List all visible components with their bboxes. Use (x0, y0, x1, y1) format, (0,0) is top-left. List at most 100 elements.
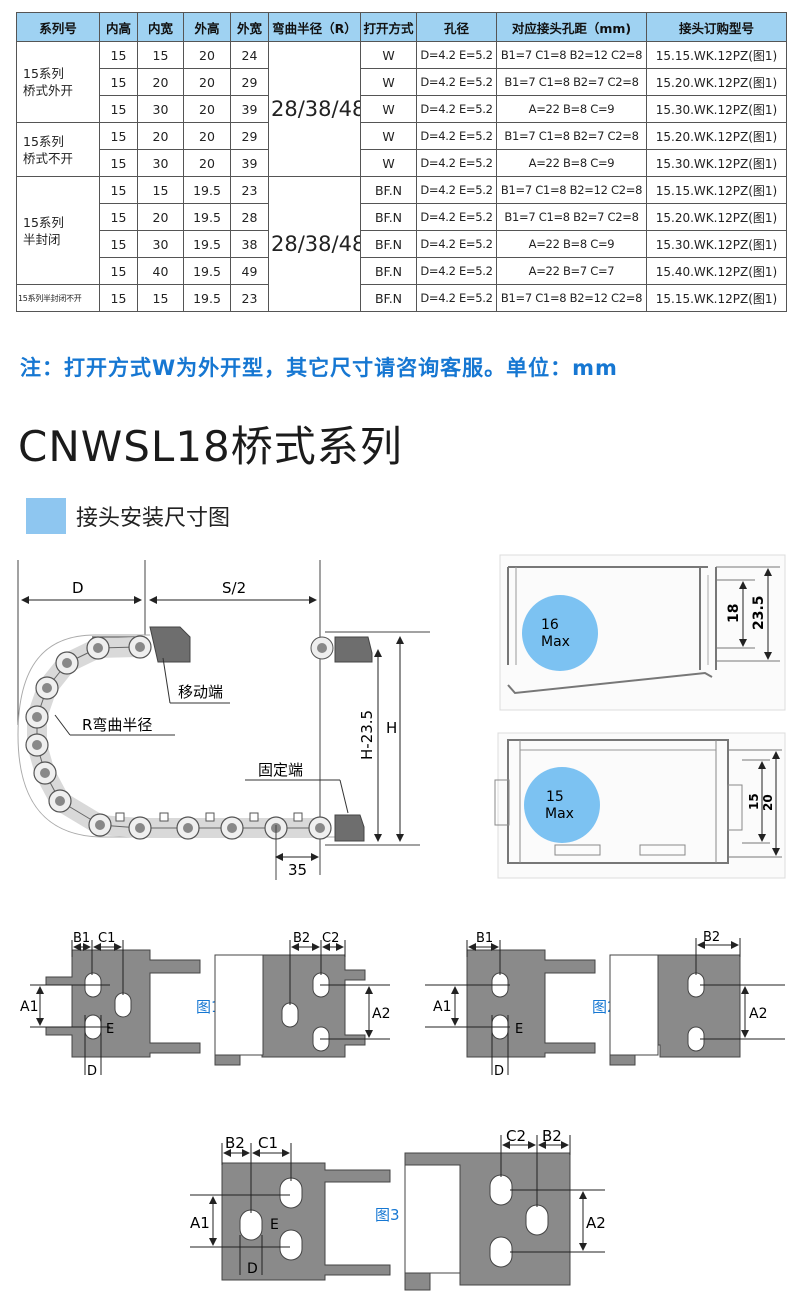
bottom-max-badge (524, 767, 600, 843)
chain-pin (135, 823, 145, 833)
dimension-cell: 49 (230, 257, 269, 285)
open-type-cell: BF.N (360, 176, 417, 204)
column-header: 内高 (99, 12, 138, 42)
dimension-cell: 15 (137, 41, 184, 69)
dimension-cell: 20 (183, 41, 231, 69)
open-type-cell: BF.N (360, 203, 417, 231)
dimension-cell: 20 (183, 149, 231, 177)
drag-chain-diagram: D S/2 移动端 R弯曲半径 固定端 H-23.5 (17, 560, 430, 880)
hole-cell: D=4.2 E=5.2 (416, 122, 497, 150)
spec-table: 系列号内高内宽外高外宽弯曲半径（R）打开方式孔径对应接头孔距（mm)接头订购型号… (16, 12, 787, 312)
side-view-bottom: 15 20 15 Max (494, 732, 786, 879)
dimension-cell: 15 (99, 257, 138, 285)
chain-pin (32, 712, 42, 722)
fig1-E-label: E (106, 1022, 114, 1037)
chain-spacer (293, 812, 303, 822)
pitch-cell: A=22 B=7 C=7 (496, 257, 647, 285)
pitch-cell: A=22 B=8 C=9 (496, 230, 647, 258)
chain-spacer (115, 812, 125, 822)
dimension-cell: 20 (183, 95, 231, 123)
model-cell: 15.15.WK.12PZ(图1) (646, 284, 787, 312)
dimension-cell: 40 (137, 257, 184, 285)
fig3-A1-label: A1 (190, 1214, 210, 1232)
table-header-row: 系列号内高内宽外高外宽弯曲半径（R）打开方式孔径对应接头孔距（mm)接头订购型号 (16, 12, 787, 42)
dimension-cell: 19.5 (183, 257, 231, 285)
pitch-cell: A=22 B=8 C=9 (496, 149, 647, 177)
open-type-cell: BF.N (360, 257, 417, 285)
bottom-view-dim2: 20 (761, 794, 775, 811)
dimension-cell: 20 (183, 122, 231, 150)
radius-label: R弯曲半径 (82, 716, 152, 734)
dimension-cell: 15 (99, 68, 138, 96)
pitch-cell: B1=7 C1=8 B2=12 C2=8 (496, 41, 647, 69)
model-cell: 15.15.WK.12PZ(图1) (646, 176, 787, 204)
open-type-cell: W (360, 122, 417, 150)
fig3-C2-label: C2 (506, 1127, 526, 1145)
column-header: 对应接头孔距（mm) (496, 12, 647, 42)
hole-cell: D=4.2 E=5.2 (416, 203, 497, 231)
chain-pin (95, 820, 105, 830)
dimension-cell: 15 (99, 149, 138, 177)
chain-pin (227, 823, 237, 833)
model-cell: 15.20.WK.12PZ(图1) (646, 122, 787, 150)
pitch-cell: B1=7 C1=8 B2=12 C2=8 (496, 176, 647, 204)
open-type-cell: W (360, 41, 417, 69)
series-cell: 15系列半封闭不开 (16, 284, 100, 312)
top-badge-value: 16 (541, 617, 559, 633)
chain-spacer (205, 812, 215, 822)
pitch-cell: B1=7 C1=8 B2=7 C2=8 (496, 122, 647, 150)
dimension-cell: 23 (230, 176, 269, 204)
figure-3: B2 C1 A1 D E 图3 C2 B2 A2 (190, 1127, 606, 1291)
column-header: 接头订购型号 (646, 12, 787, 42)
hole-cell: D=4.2 E=5.2 (416, 284, 497, 312)
bottom-badge-value: 15 (546, 789, 564, 805)
hole-cell: D=4.2 E=5.2 (416, 41, 497, 69)
chain-pin (55, 796, 65, 806)
dimension-cell: 15 (137, 176, 184, 204)
dimension-cell: 15 (99, 95, 138, 123)
bottom-badge-max: Max (545, 806, 574, 822)
side-view-top: 18 23.5 16 Max (499, 554, 786, 711)
dimension-cell: 20 (137, 203, 184, 231)
dimension-cell: 15 (99, 230, 138, 258)
hole-cell: D=4.2 E=5.2 (416, 257, 497, 285)
pitch-cell: B1=7 C1=8 B2=7 C2=8 (496, 68, 647, 96)
column-header: 外高 (183, 12, 231, 42)
section-heading: CNWSL18桥式系列 (18, 422, 403, 471)
hole-cell: D=4.2 E=5.2 (416, 95, 497, 123)
top-badge-max: Max (541, 634, 570, 650)
dimension-cell: 15 (99, 122, 138, 150)
chain-pin (62, 658, 72, 668)
dimension-cell: 15 (99, 176, 138, 204)
fig3-B2-label: B2 (225, 1134, 245, 1152)
dimension-cell: 15 (137, 284, 184, 312)
dimension-cell: 19.5 (183, 284, 231, 312)
installation-diagram: D S/2 移动端 R弯曲半径 固定端 H-23.5 (17, 554, 786, 1291)
chain-pin (315, 823, 325, 833)
dim-H235-label: H-23.5 (358, 710, 376, 760)
model-cell: 15.15.WK.12PZ(图1) (646, 41, 787, 69)
dimension-cell: 15 (99, 203, 138, 231)
radius-cell: 28/38/48 (268, 41, 361, 177)
fig1-A2-label: A2 (372, 1006, 390, 1022)
hole-cell: D=4.2 E=5.2 (416, 230, 497, 258)
model-cell: 15.20.WK.12PZ(图1) (646, 68, 787, 96)
dimension-cell: 38 (230, 230, 269, 258)
fig1-A1-label: A1 (20, 999, 38, 1015)
chain-pin (32, 740, 42, 750)
fig3-caption: 图3 (375, 1206, 400, 1224)
fixed-end-label: 固定端 (258, 761, 303, 779)
open-type-cell: W (360, 149, 417, 177)
fig1-C1-label: C1 (98, 931, 115, 946)
dimension-cell: 29 (230, 68, 269, 96)
dimension-cell: 30 (137, 230, 184, 258)
dimension-cell: 39 (230, 149, 269, 177)
dimension-cell: 28 (230, 203, 269, 231)
